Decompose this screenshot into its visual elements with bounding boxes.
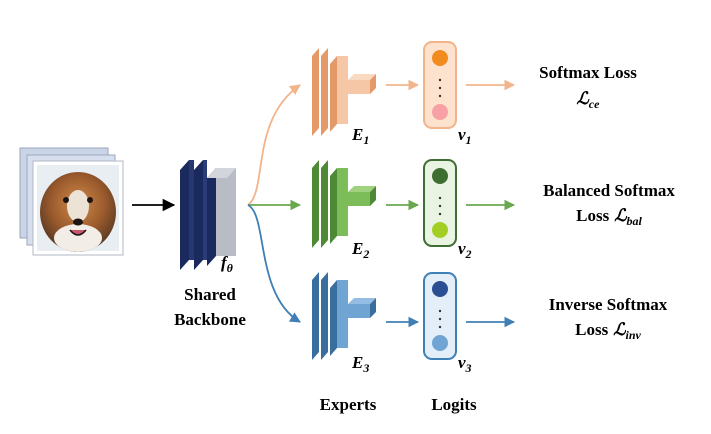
loss-symbol-1: ℒce: [577, 89, 601, 111]
expert-block-2: [312, 160, 376, 248]
logit-dot-top-3: [432, 281, 448, 297]
logit-dot-top-2: [432, 168, 448, 184]
input-image-stack: [19, 147, 124, 256]
backbone-block: [180, 160, 236, 270]
expert-symbol-3: E3: [351, 353, 369, 375]
logit-dot-bottom-3: [432, 335, 448, 351]
loss-name-3: Inverse Softmax: [549, 295, 668, 314]
expert-symbol-1: E1: [351, 125, 369, 147]
logit-symbol-1: v1: [458, 125, 472, 147]
loss-name-2: Balanced Softmax: [543, 181, 675, 200]
logit-vector-1: [423, 41, 457, 129]
loss-name-1: Softmax Loss: [539, 63, 637, 82]
logit-symbol-2: v2: [458, 239, 472, 261]
logit-symbol-3: v3: [458, 353, 472, 375]
logit-vector-3: [423, 272, 457, 360]
backbone-caption-line1: Shared: [184, 285, 236, 304]
logit-dot-bottom-2: [432, 222, 448, 238]
backbone-symbol: fθ: [221, 253, 234, 275]
logit-dot-bottom-1: [432, 104, 448, 120]
connector-inv: [247, 204, 301, 323]
expert-block-3: [312, 272, 376, 360]
backbone-caption-line2: Backbone: [174, 310, 246, 329]
logit-dot-top-1: [432, 50, 448, 66]
expert-block-1: [312, 48, 376, 136]
expert-symbol-2: E2: [351, 239, 369, 261]
dog-photo: [37, 165, 119, 252]
logits-caption: Logits: [431, 395, 477, 414]
experts-caption: Experts: [320, 395, 377, 414]
connector-ce: [247, 84, 301, 206]
logit-vector-2: [423, 159, 457, 247]
